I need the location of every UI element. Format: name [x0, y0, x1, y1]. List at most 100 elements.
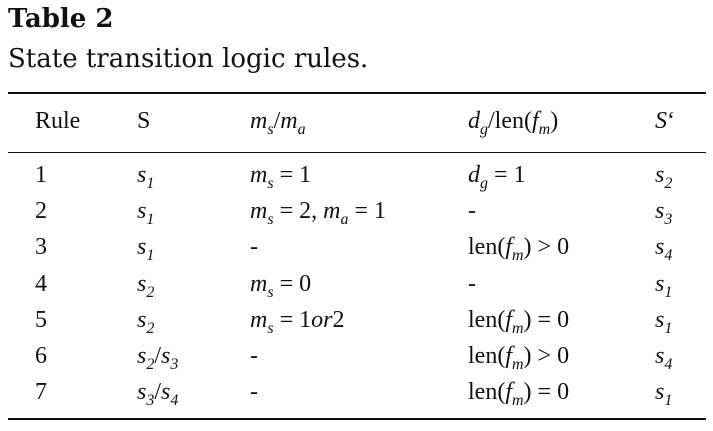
cell-text: 5: [35, 306, 47, 333]
math-subscript: 2: [146, 319, 155, 337]
table-cell: s2: [137, 307, 154, 338]
bottom-rule: [8, 418, 706, 420]
table-cell: s2/s3: [137, 343, 178, 374]
table-cell: 6: [35, 343, 47, 370]
cell-text: ) > 0: [523, 234, 570, 261]
table-cell: len(fm) = 0: [468, 307, 569, 338]
cell-text: = 1: [273, 306, 312, 333]
math-subscript: m: [538, 121, 551, 138]
math-symbol: f: [505, 379, 512, 406]
math-subscript: 1: [146, 175, 155, 192]
cell-text: len(: [468, 379, 506, 406]
table-cell: 4: [35, 271, 47, 298]
math-subscript: s: [267, 319, 274, 337]
cell-text: 4: [35, 270, 47, 297]
table-cell: ms = 1or2: [250, 307, 344, 338]
math-symbol: m: [250, 306, 268, 333]
table-cell: -: [468, 198, 476, 225]
cell-text: S: [137, 108, 151, 134]
cell-text: 6: [35, 343, 47, 369]
math-symbol: d: [468, 162, 480, 188]
math-symbol: d: [468, 108, 480, 134]
math-symbol: s: [655, 306, 665, 333]
math-subscript: 1: [664, 319, 673, 337]
table-cell: s2: [655, 162, 672, 193]
math-symbol: s: [137, 379, 147, 406]
math-subscript: g: [480, 121, 488, 138]
cell-text: ‘: [667, 108, 675, 134]
cell-text: /: [273, 108, 281, 134]
table-cell: s3/s4: [137, 379, 178, 410]
table-cell: -: [250, 343, 258, 370]
math-subscript: 4: [664, 356, 673, 373]
math-subscript: m: [511, 356, 524, 373]
cell-text: 2: [332, 306, 345, 333]
math-subscript: 3: [146, 392, 155, 410]
table-cell: ms = 1: [250, 162, 311, 193]
math-subscript: m: [511, 247, 524, 265]
math-subscript: 2: [146, 283, 155, 301]
math-symbol: s: [137, 198, 147, 225]
math-symbol: s: [161, 343, 171, 369]
cell-text: Rule: [35, 108, 81, 134]
math-subscript: 2: [664, 175, 673, 192]
cell-text: /: [154, 343, 162, 369]
table-cell: ms = 0: [250, 271, 311, 302]
table-cell: len(fm) > 0: [468, 234, 569, 265]
table-cell: 2: [35, 198, 47, 225]
table-cell: len(fm) = 0: [468, 379, 569, 410]
cell-text: len(: [468, 343, 506, 369]
math-subscript: g: [480, 175, 488, 192]
table-cell: 3: [35, 234, 47, 261]
table-title: Table 2: [8, 4, 114, 34]
table-caption: State transition logic rules.: [8, 44, 369, 74]
math-symbol: m: [323, 198, 341, 225]
math-symbol: f: [531, 108, 539, 134]
math-symbol: f: [505, 343, 512, 369]
math-symbol: s: [137, 234, 147, 261]
cell-text: ): [550, 108, 559, 134]
table-cell: s4: [655, 343, 672, 374]
cell-text: = 0: [273, 270, 312, 297]
math-symbol: s: [137, 343, 147, 369]
math-symbol: s: [137, 306, 147, 333]
math-symbol: m: [250, 162, 268, 188]
math-symbol: f: [505, 306, 512, 333]
table-cell: 5: [35, 307, 47, 334]
cell-text: ) > 0: [523, 343, 570, 369]
table-cell: len(fm) > 0: [468, 343, 569, 374]
math-subscript: 2: [146, 356, 155, 373]
math-subscript: 1: [146, 211, 155, 229]
math-symbol: s: [655, 234, 665, 261]
math-subscript: m: [511, 319, 524, 337]
math-subscript: 4: [664, 247, 673, 265]
cell-text: = 1: [488, 162, 526, 188]
math-subscript: a: [297, 121, 306, 138]
cell-text: 2: [35, 198, 47, 225]
math-symbol: or: [311, 306, 333, 333]
cell-text: -: [468, 198, 476, 225]
table-cell: S‘: [655, 108, 675, 135]
table-cell: s2: [137, 271, 154, 302]
math-subscript: 3: [664, 211, 673, 229]
table-cell: 7: [35, 379, 47, 406]
cell-text: /: [154, 379, 162, 406]
math-subscript: s: [267, 283, 274, 301]
math-subscript: 1: [146, 247, 155, 265]
math-symbol: S: [655, 108, 667, 134]
table-cell: -: [250, 234, 258, 261]
cell-text: 3: [35, 234, 47, 261]
table-cell: s1: [655, 307, 672, 338]
table-cell: ms/ma: [250, 108, 306, 139]
cell-text: -: [250, 379, 258, 406]
table-cell: s1: [137, 234, 154, 265]
table-cell: 1: [35, 162, 47, 189]
math-subscript: a: [340, 211, 349, 229]
cell-text: = 1: [273, 162, 312, 188]
math-subscript: 4: [170, 392, 179, 410]
math-subscript: 3: [170, 356, 179, 373]
math-symbol: m: [250, 270, 268, 297]
